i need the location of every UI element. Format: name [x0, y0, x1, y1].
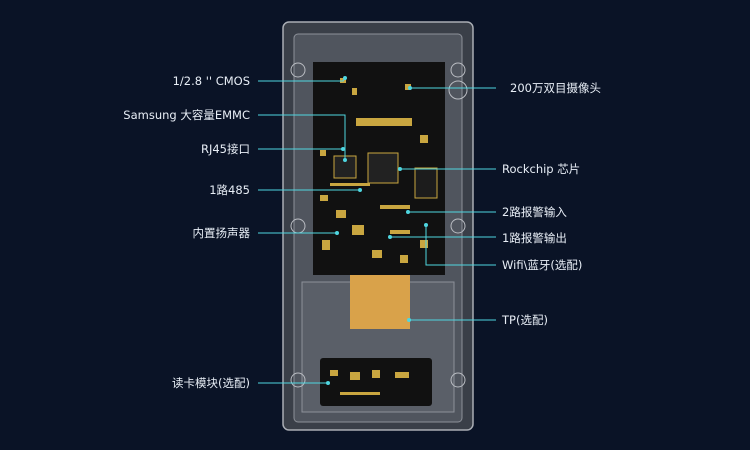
- flex-cable: [350, 275, 410, 329]
- screw-hole: [450, 62, 466, 78]
- leader-lines: [258, 77, 496, 384]
- label-card-reader: 读卡模块(选配): [172, 376, 250, 390]
- card-module-components: [330, 370, 409, 395]
- label-alarm-output: 1路报警输出: [502, 231, 567, 245]
- label-alarm-input: 2路报警输入: [502, 205, 567, 219]
- card-reader-module: [320, 358, 432, 406]
- screw-hole: [450, 218, 466, 234]
- label-rj45: RJ45接口: [200, 142, 250, 156]
- soc-chip: [367, 152, 399, 184]
- label-rs485: 1路485: [209, 183, 250, 197]
- camera-lens: [448, 80, 468, 100]
- leader-dots: [326, 76, 428, 385]
- connector: [356, 118, 412, 126]
- screw-hole: [290, 372, 306, 388]
- label-rockchip: Rockchip 芯片: [502, 162, 581, 176]
- label-dual-camera: 200万双目摄像头: [510, 81, 601, 95]
- label-tp: TP(选配): [502, 313, 548, 327]
- screw-hole: [450, 372, 466, 388]
- label-cmos: 1/2.8 '' CMOS: [172, 74, 250, 88]
- screw-hole: [290, 62, 306, 78]
- label-speaker: 内置扬声器: [192, 226, 251, 240]
- label-wifi-bt: Wifi\蓝牙(选配): [502, 258, 583, 272]
- chip: [414, 167, 438, 199]
- label-emmc: Samsung 大容量EMMC: [123, 108, 250, 122]
